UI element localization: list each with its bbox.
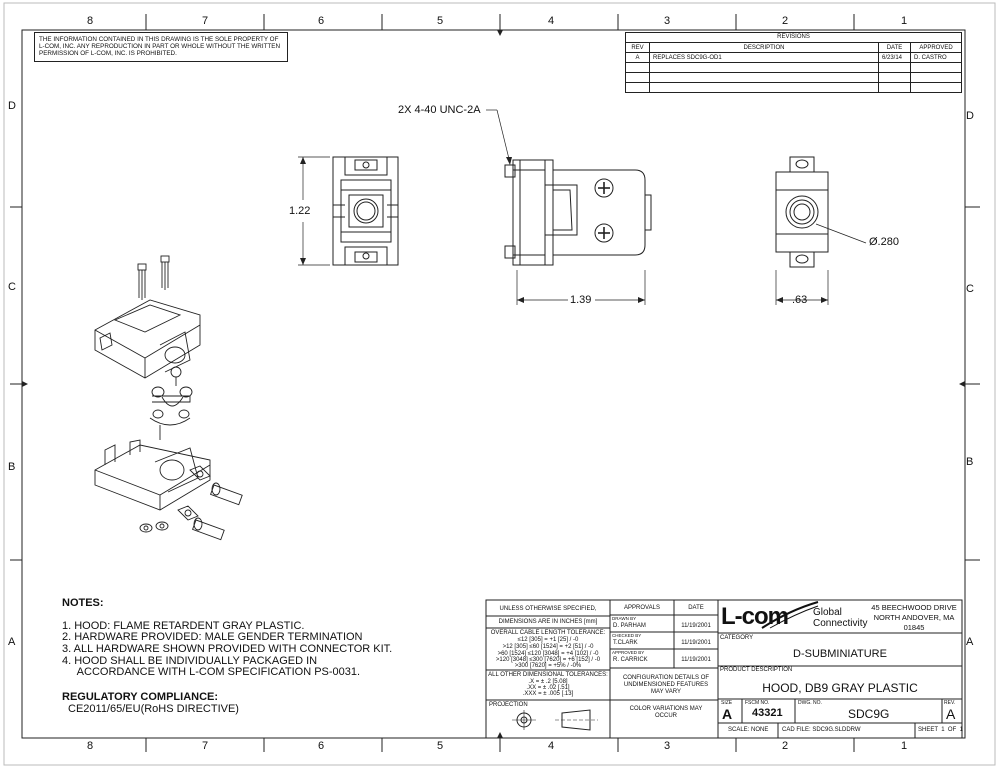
tb-other-tol-title: ALL OTHER DIMENSIONAL TOLERANCES: — [488, 672, 608, 678]
zone-col-1-bottom: 1 — [901, 740, 908, 752]
zone-col-4-top: 4 — [548, 15, 555, 27]
zone-row-b-left: B — [8, 461, 16, 473]
tb-size: A — [722, 706, 733, 722]
lcom-logo-text: L-com — [721, 603, 789, 630]
tb-size-label: SIZE — [721, 700, 733, 706]
note-3: 3. ALL HARDWARE SHOWN PROVIDED WITH CONN… — [62, 643, 393, 655]
tb-drawn-by-label: DRAWN BY — [612, 616, 637, 621]
zone-row-c-left: C — [8, 281, 16, 293]
tb-cable-tol-3: >60 [1524] ≤120 [3048] = +4 [102] / -0 — [497, 651, 599, 657]
tb-dwg: SDC9G — [848, 707, 890, 721]
zone-col-6-bottom: 6 — [318, 740, 325, 752]
tb-cable-tol-4: >120 [3048] ≤300 [7620] = +6 [152] / -0 — [495, 657, 601, 663]
tb-cable-tol-1: ≤12 [305] = +1 [25] / -0 — [517, 637, 579, 643]
front-view — [332, 156, 399, 266]
tb-other-tol-2: .XX = ± .02 [.51] — [526, 685, 570, 691]
zone-col-3-top: 3 — [664, 15, 671, 27]
thread-callout: 2X 4-40 UNC-2A — [398, 104, 481, 116]
tb-checked-by-label: CHECKED BY — [612, 633, 642, 638]
tb-cad-file: CAD FILE: SDC9G.SLDDRW — [782, 727, 861, 733]
tb-drawn-date: 11/19/2001 — [681, 623, 711, 629]
zone-row-b-right: B — [966, 456, 974, 468]
logo-tagline-1: Global — [813, 607, 842, 618]
proprietary-notice-box: THE INFORMATION CONTAINED IN THIS DRAWIN… — [34, 32, 288, 62]
tb-drawn-by: D. PARHAM — [613, 623, 646, 629]
note-2: 2. HARDWARE PROVIDED: MALE GENDER TERMIN… — [62, 631, 363, 643]
tb-color-note: COLOR VARIATIONS MAY OCCUR — [629, 706, 703, 719]
diameter-dimension: Ø.280 — [869, 236, 899, 248]
tb-checked-by: T.CLARK — [613, 640, 638, 646]
zone-row-c-right: C — [966, 283, 974, 295]
logo-tagline-2: Connectivity — [813, 618, 868, 629]
regulatory-text: CE2011/65/EU(RoHS DIRECTIVE) — [68, 703, 239, 715]
zone-col-2-bottom: 2 — [782, 740, 789, 752]
revisions-table: REV DESCRIPTION DATE APPROVED A REPLACES… — [625, 42, 962, 93]
tb-category-label: CATEGORY — [720, 635, 754, 641]
tb-approvals: APPROVALS — [624, 605, 660, 611]
zone-col-7-bottom: 7 — [202, 740, 209, 752]
tb-cable-tol-2: >12 [305] ≤60 [1524] = +2 [51] / -0 — [502, 644, 594, 650]
width-dimension: .63 — [792, 294, 808, 306]
revisions-title: REVISIONS — [625, 32, 962, 42]
zone-col-3-bottom: 3 — [664, 740, 671, 752]
exploded-view — [94, 255, 243, 541]
zone-row-d-right: D — [966, 110, 974, 122]
lcom-logo: L-com — [721, 603, 789, 631]
lcom-swoosh-icon — [761, 601, 819, 629]
tb-cable-tol-5: >300 [7620] = +5% / -0% — [514, 663, 582, 669]
tb-fscm-label: FSCM NO. — [745, 700, 770, 706]
zone-col-6-top: 6 — [318, 15, 325, 27]
height-dimension: 1.22 — [289, 205, 311, 217]
tb-rev-label: REV. — [944, 700, 956, 706]
regulatory-heading: REGULATORY COMPLIANCE: — [62, 691, 219, 703]
zone-col-8-top: 8 — [87, 15, 94, 27]
side-view — [504, 159, 652, 266]
tb-rev: A — [946, 706, 956, 722]
tb-approved-by-label: APPROVED BY — [612, 650, 645, 655]
note-4-cont: ACCORDANCE WITH L-COM SPECIFICATION PS-0… — [62, 666, 361, 678]
tb-product-desc: HOOD, DB9 GRAY PLASTIC — [762, 681, 918, 695]
tb-other-tol-3: .XXX = ± .005 [.13] — [522, 691, 574, 697]
zone-row-a-right: A — [966, 636, 974, 648]
revisions-block: REVISIONS REV DESCRIPTION DATE APPROVED … — [625, 32, 962, 93]
zone-row-a-left: A — [8, 636, 16, 648]
tb-other-tol-1: .X = ± .2 [5.08] — [528, 679, 568, 685]
tb-dwg-label: DWG. NO. — [798, 700, 822, 706]
length-dimension: 1.39 — [570, 294, 592, 306]
address-line-2: NORTH ANDOVER, MA — [873, 613, 955, 622]
zone-col-1-top: 1 — [901, 15, 908, 27]
zone-col-5-top: 5 — [437, 15, 444, 27]
tb-projection: PROJECTION — [489, 702, 528, 708]
address-line-3: 01845 — [903, 623, 925, 632]
tb-date-header: DATE — [688, 605, 704, 611]
tb-unless: UNLESS OTHERWISE SPECIFIED, — [499, 606, 597, 612]
tb-approved-by: R. CARRICK — [613, 657, 648, 663]
zone-col-4-bottom: 4 — [548, 740, 555, 752]
tb-checked-date: 11/19/2001 — [681, 640, 711, 646]
tb-config-note: CONFIGURATION DETAILS OF UNDIMENSIONED F… — [622, 675, 710, 695]
tb-fscm: 43321 — [752, 707, 783, 719]
tb-approved-date: 11/19/2001 — [681, 657, 711, 663]
zone-row-d-left: D — [8, 100, 16, 112]
zone-col-5-bottom: 5 — [437, 740, 444, 752]
tb-sheet: SHEET 1 OF 1 — [918, 727, 963, 733]
tb-product-desc-label: PRODUCT DESCRIPTION — [720, 667, 793, 673]
zone-col-2-top: 2 — [782, 15, 789, 27]
note-4: 4. HOOD SHALL BE INDIVIDUALLY PACKAGED I… — [62, 655, 318, 667]
address-line-1: 45 BEECHWOOD DRIVE — [871, 603, 957, 612]
tb-cable-tol-title: OVERALL CABLE LENGTH TOLERANCE: — [490, 630, 606, 636]
note-1: 1. HOOD: FLAME RETARDENT GRAY PLASTIC. — [62, 620, 305, 632]
notes-heading: NOTES: — [62, 597, 104, 609]
tb-scale: SCALE: NONE — [728, 727, 769, 733]
proprietary-notice: THE INFORMATION CONTAINED IN THIS DRAWIN… — [39, 36, 281, 57]
end-view — [775, 156, 829, 268]
zone-col-8-bottom: 8 — [87, 740, 94, 752]
zone-col-7-top: 7 — [202, 15, 209, 27]
tb-category: D-SUBMINIATURE — [793, 648, 887, 660]
tb-dims-in: DIMENSIONS ARE IN INCHES [mm] — [498, 619, 598, 625]
